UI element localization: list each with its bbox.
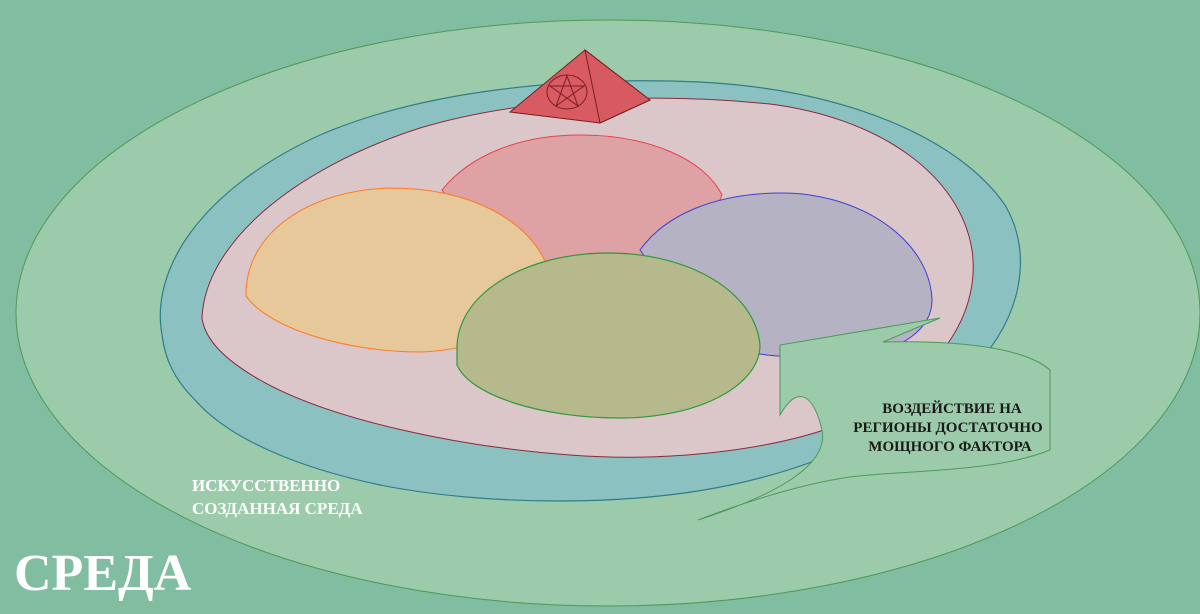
pyramid-with-pentagram-icon bbox=[508, 48, 651, 124]
green-region bbox=[456, 252, 761, 419]
impact-label-line1: ВОЗДЕЙСТВИЕ НА bbox=[882, 400, 1022, 417]
impact-label-line3: МОЩНОГО ФАКТОРА bbox=[868, 439, 1032, 455]
environment-label: СРЕДА bbox=[14, 545, 192, 602]
impact-label-line2: РЕГИОНЫ ДОСТАТОЧНО bbox=[853, 420, 1042, 436]
artificial-environment-label-line2: СОЗДАННАЯ СРЕДА bbox=[192, 499, 363, 518]
artificial-environment-label-line1: ИСКУССТВЕННО bbox=[192, 476, 340, 495]
curved-arrow-icon bbox=[697, 317, 1051, 521]
